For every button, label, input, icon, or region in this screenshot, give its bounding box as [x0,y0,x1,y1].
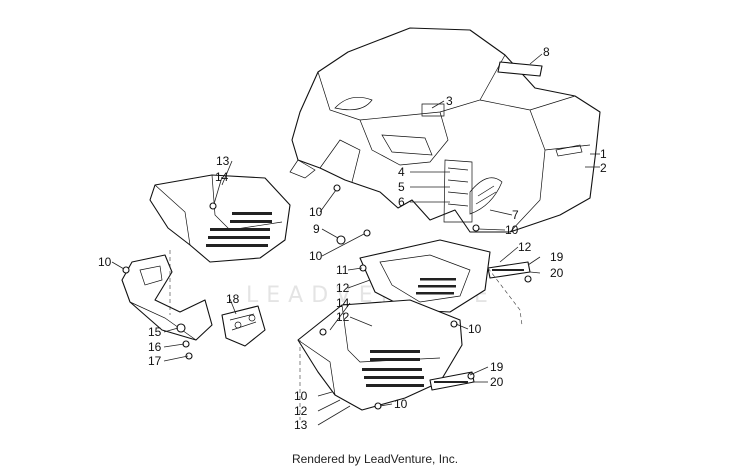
left-footwell-upper [149,174,291,263]
callout-10b: 10 [309,249,323,263]
callout-4: 4 [398,165,405,179]
right-upper-treads [416,278,456,295]
callout-16: 16 [148,340,162,354]
callout-8: 8 [543,45,550,59]
callout-20b: 20 [490,375,504,389]
callout-10d: 10 [98,255,112,269]
rear-body-fender [289,27,601,233]
callout-10g: 10 [394,397,408,411]
callout-3: 3 [446,94,453,108]
fasteners [122,184,532,410]
callout-labels: 1 2 3 4 5 6 7 8 9 10 10 10 10 10 10 10 1… [98,45,607,432]
callout-12c: 12 [336,310,350,324]
callout-19b: 19 [490,360,504,374]
callout-9: 9 [313,222,320,236]
callout-11: 11 [336,263,349,277]
right-footwell-upper [359,239,491,313]
callout-10a: 10 [309,205,323,219]
step-pad-upper [487,261,531,279]
right-lower-treads [362,350,424,387]
left-heel-guard [121,254,213,341]
right-footwell-lower [297,299,463,411]
callout-10c: 10 [505,223,519,237]
callout-10f: 10 [294,389,308,403]
callout-18: 18 [226,292,240,306]
callout-6: 6 [398,195,405,209]
callout-12d: 12 [294,404,308,418]
callout-17: 17 [148,354,162,368]
callout-19a: 19 [550,250,564,264]
callout-12b: 12 [518,240,532,254]
footer-credit: Rendered by LeadVenture, Inc. [291,452,459,466]
callout-10e: 10 [468,322,482,336]
guide-line [487,267,523,326]
callout-14b: 14 [336,296,350,310]
callout-5: 5 [398,180,405,194]
callout-13a: 13 [216,154,230,168]
callout-12a: 12 [336,281,350,295]
callout-7: 7 [512,208,519,222]
callout-14a: 14 [215,170,229,184]
leader-lines [111,53,600,426]
callout-1: 1 [600,147,607,161]
callout-2: 2 [600,161,607,175]
callout-20a: 20 [550,266,564,280]
left-upper-treads [206,212,272,247]
callout-15: 15 [148,325,162,339]
bracket [221,305,266,347]
callout-13b: 13 [294,418,308,432]
